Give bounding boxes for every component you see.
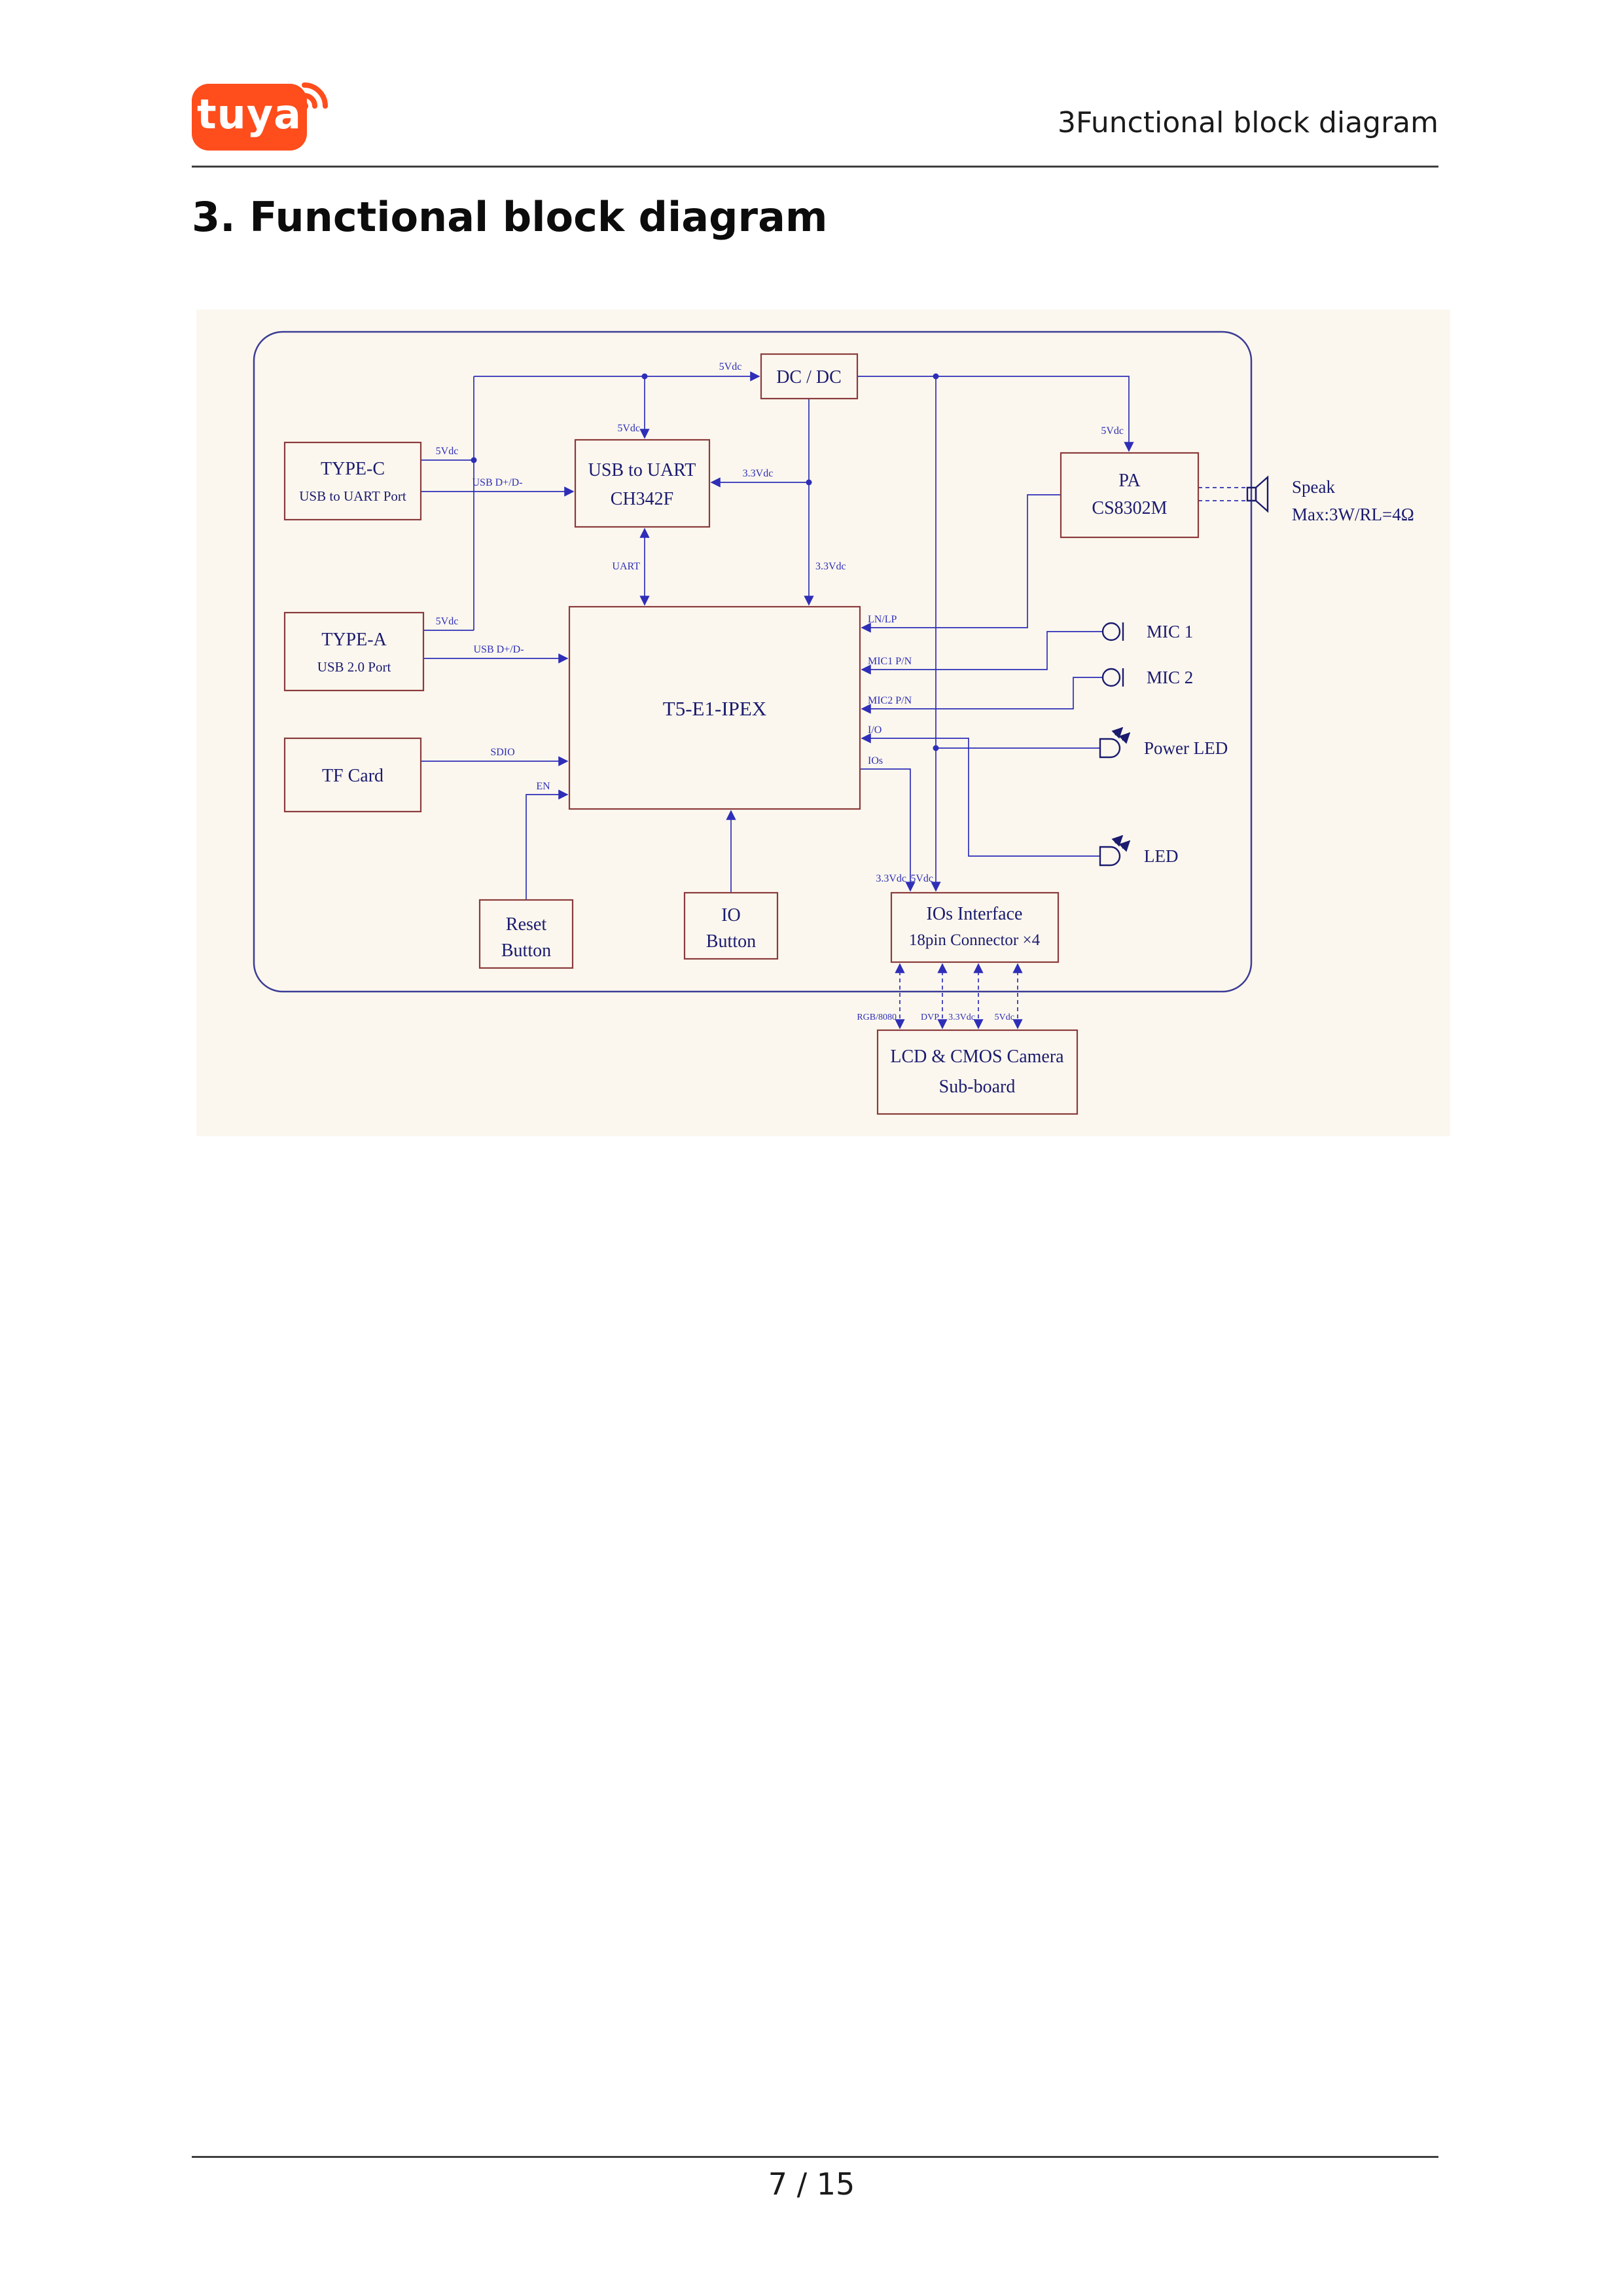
peripheral-labels: MIC 1 MIC 2 Power LED LED Speak Max:3W/R…	[1144, 477, 1414, 866]
block-reset-button: Reset Button	[478, 899, 574, 969]
wire-en	[526, 789, 569, 900]
label-io: I/O	[868, 725, 882, 736]
label-mic1-pn: MIC1 P/N	[868, 656, 912, 667]
label-lnlp: LN/LP	[868, 614, 897, 625]
block-lcd-line2: Sub-board	[939, 1077, 1016, 1097]
label-en: EN	[536, 781, 550, 792]
block-soc-label: T5-E1-IPEX	[663, 697, 766, 720]
diagram-border	[253, 331, 1253, 993]
block-usb-uart-line2: CH342F	[611, 489, 673, 509]
label-lcd-3v3: 3.3Vdc	[948, 1013, 975, 1022]
header-divider	[192, 166, 1438, 168]
page-number: 7 / 15	[768, 2166, 855, 2202]
label-ios: IOs	[868, 755, 883, 766]
mic2-icon	[1101, 668, 1124, 687]
junction-dots	[471, 373, 939, 751]
tuya-logo: tuya	[192, 77, 362, 156]
section-title: 3. Functional block diagram	[192, 193, 828, 241]
block-tf-card: TF Card	[283, 737, 422, 813]
logo-signal-icon	[300, 82, 328, 110]
label-ch342-5v: 5Vdc	[617, 423, 640, 434]
led-label: LED	[1144, 846, 1178, 866]
label-ios-5v: 5Vdc	[910, 873, 933, 884]
block-usb-uart-line1: USB to UART	[588, 460, 696, 480]
speaker-label-line2: Max:3W/RL=4Ω	[1292, 505, 1414, 524]
block-io-button: IO Button	[683, 891, 779, 960]
block-io-button-line1: IO	[721, 905, 741, 925]
block-type-a-line1: TYPE-A	[321, 630, 387, 650]
wire-labels: 5Vdc 5Vdc 5Vdc USB D+/D- 5Vdc 3.3Vdc 3.3…	[436, 361, 1124, 1022]
block-lcd-line1: LCD & CMOS Camera	[890, 1047, 1064, 1067]
block-type-c: TYPE-C USB to UART Port	[283, 441, 422, 521]
block-reset-line1: Reset	[506, 914, 546, 935]
wire-lnlp	[861, 494, 1061, 633]
block-type-c-line1: TYPE-C	[321, 459, 385, 479]
block-type-c-line2: USB to UART Port	[299, 488, 406, 504]
mic1-label: MIC 1	[1147, 622, 1193, 641]
block-io-button-line2: Button	[706, 931, 756, 952]
label-typec-usb: USB D+/D-	[472, 477, 522, 488]
block-dcdc: DC / DC	[760, 353, 859, 400]
block-pa-line1: PA	[1118, 471, 1141, 491]
mic1-icon	[1101, 622, 1124, 641]
diagram-wires	[421, 371, 1246, 1030]
wire-pa-5v	[857, 376, 1134, 452]
block-tf-card-label: TF Card	[322, 766, 383, 786]
label-uart: UART	[612, 561, 640, 572]
block-reset-line2: Button	[501, 941, 551, 961]
power-led-label: Power LED	[1144, 738, 1228, 758]
block-dcdc-label: DC / DC	[776, 367, 842, 387]
wire-io-led	[861, 733, 1100, 857]
footer-divider	[192, 2156, 1438, 2158]
label-typec-5v: 5Vdc	[436, 446, 459, 457]
label-sdio: SDIO	[490, 747, 514, 758]
speaker-icon	[1246, 475, 1269, 513]
label-typea-5v: 5Vdc	[436, 616, 459, 627]
label-typea-usb: USB D+/D-	[473, 644, 524, 655]
label-dcdc-5v: 5Vdc	[719, 361, 742, 372]
label-pa-5v: 5Vdc	[1101, 425, 1124, 437]
logo-text: tuya	[196, 90, 302, 138]
block-ios-interface: IOs Interface 18pin Connector ×4	[890, 891, 1060, 963]
block-soc: T5-E1-IPEX	[568, 605, 861, 810]
label-rgb8080: RGB/8080	[857, 1013, 897, 1022]
led-icon	[1099, 834, 1131, 867]
wire-ios-bus	[860, 768, 916, 892]
diagram-canvas: DC / DC TYPE-C USB to UART Port USB to U…	[253, 331, 1414, 1115]
label-ch342-3v3: 3.3Vdc	[743, 468, 774, 479]
label-dvp: DVP	[921, 1013, 939, 1022]
power-led-icon	[1099, 726, 1131, 759]
block-usb-uart: USB to UART CH342F	[574, 439, 711, 528]
label-mic2-pn: MIC2 P/N	[868, 695, 912, 706]
logo-box: tuya	[192, 84, 307, 151]
label-soc-3v3: 3.3Vdc	[815, 561, 846, 572]
wire-mic2	[861, 677, 1103, 714]
speaker-label-line1: Speak	[1292, 477, 1335, 497]
header-title: 3Functional block diagram	[1057, 106, 1438, 139]
block-ios-line1: IOs Interface	[927, 904, 1023, 924]
label-ios-3v3: 3.3Vdc	[876, 873, 906, 884]
label-lcd-5v: 5Vdc	[995, 1013, 1014, 1022]
block-type-a-line2: USB 2.0 Port	[317, 659, 391, 675]
block-pa: PA CS8302M	[1060, 452, 1200, 539]
block-pa-line2: CS8302M	[1092, 498, 1167, 518]
functional-block-diagram: DC / DC TYPE-C USB to UART Port USB to U…	[196, 310, 1450, 1136]
mic2-label: MIC 2	[1147, 668, 1193, 687]
block-lcd-board: LCD & CMOS Camera Sub-board	[876, 1029, 1079, 1115]
block-type-a: TYPE-A USB 2.0 Port	[283, 611, 425, 692]
wire-mic1	[861, 631, 1103, 675]
block-ios-line2: 18pin Connector ×4	[909, 931, 1041, 949]
